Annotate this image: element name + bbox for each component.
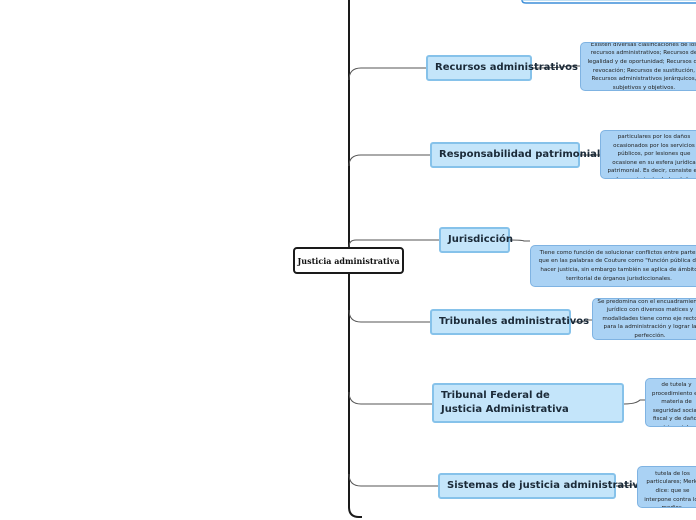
branch-line-1 <box>348 67 426 81</box>
note-text: Es un instrumento de tutela de los parti… <box>643 467 696 507</box>
note-line-4 <box>570 319 592 323</box>
note-text: Es un instrumento de tutela y procedimie… <box>651 379 696 426</box>
note-responsabilidad-patrimonial[interactable]: Es la reparación que en dinero o en espe… <box>600 130 696 179</box>
note-text: Existen diversas clasificaciones de los … <box>587 42 696 91</box>
branch-line-2 <box>348 154 430 167</box>
note-line-5 <box>623 399 645 405</box>
note-line-6 <box>615 484 637 487</box>
topic-tribunal-federal[interactable]: Tribunal Federal de Justicia Administrat… <box>432 383 624 423</box>
note-tribunales-administrativos[interactable]: Se predomina con el encuadramiento juríd… <box>592 298 696 340</box>
branch-line-4 <box>348 309 430 323</box>
topic-responsabilidad-patrimonial[interactable]: Responsabilidad patrimonial <box>430 142 600 168</box>
topic-label: Tribunales administrativos <box>439 316 590 327</box>
note-text: Tiene como función de solucionar conflic… <box>538 249 696 282</box>
branch-line-6 <box>348 473 438 487</box>
topic-label: Responsabilidad patrimonial <box>439 149 601 160</box>
topic-label: Recursos administrativos <box>435 62 578 73</box>
branch-line-3 <box>348 239 439 248</box>
branch-line-5 <box>348 391 432 405</box>
note-recursos-administrativos[interactable]: Existen diversas clasificaciones de los … <box>580 42 696 91</box>
note-text: Se predomina con el encuadramiento juríd… <box>597 298 696 339</box>
root-label: Justicia administrativa <box>297 255 400 266</box>
root-node[interactable]: Justicia administrativa <box>293 247 404 274</box>
note-text: Es la reparación que en dinero o en espe… <box>607 131 696 178</box>
note-jurisdiccion[interactable]: Tiene como función de solucionar conflic… <box>530 245 696 287</box>
topic-label: Sistemas de justicia administrativa <box>447 480 646 491</box>
topic-label: Tribunal Federal de Justicia Administrat… <box>441 390 569 415</box>
top-branch-line <box>521 0 696 4</box>
topic-label: Jurisdicción <box>448 234 514 245</box>
topic-tribunales-administrativos[interactable]: Tribunales administrativos <box>430 309 589 335</box>
topic-jurisdiccion[interactable]: Jurisdicción <box>439 227 514 253</box>
spine-line <box>348 0 362 518</box>
note-line-3 <box>509 239 530 242</box>
topic-recursos-administrativos[interactable]: Recursos administrativos <box>426 55 578 81</box>
note-tribunal-federal[interactable]: Es un instrumento de tutela y procedimie… <box>645 378 696 427</box>
note-sistemas-justicia[interactable]: Es un instrumento de tutela de los parti… <box>637 466 696 508</box>
topic-sistemas-justicia[interactable]: Sistemas de justicia administrativa <box>438 473 646 499</box>
note-line-1 <box>531 65 580 69</box>
